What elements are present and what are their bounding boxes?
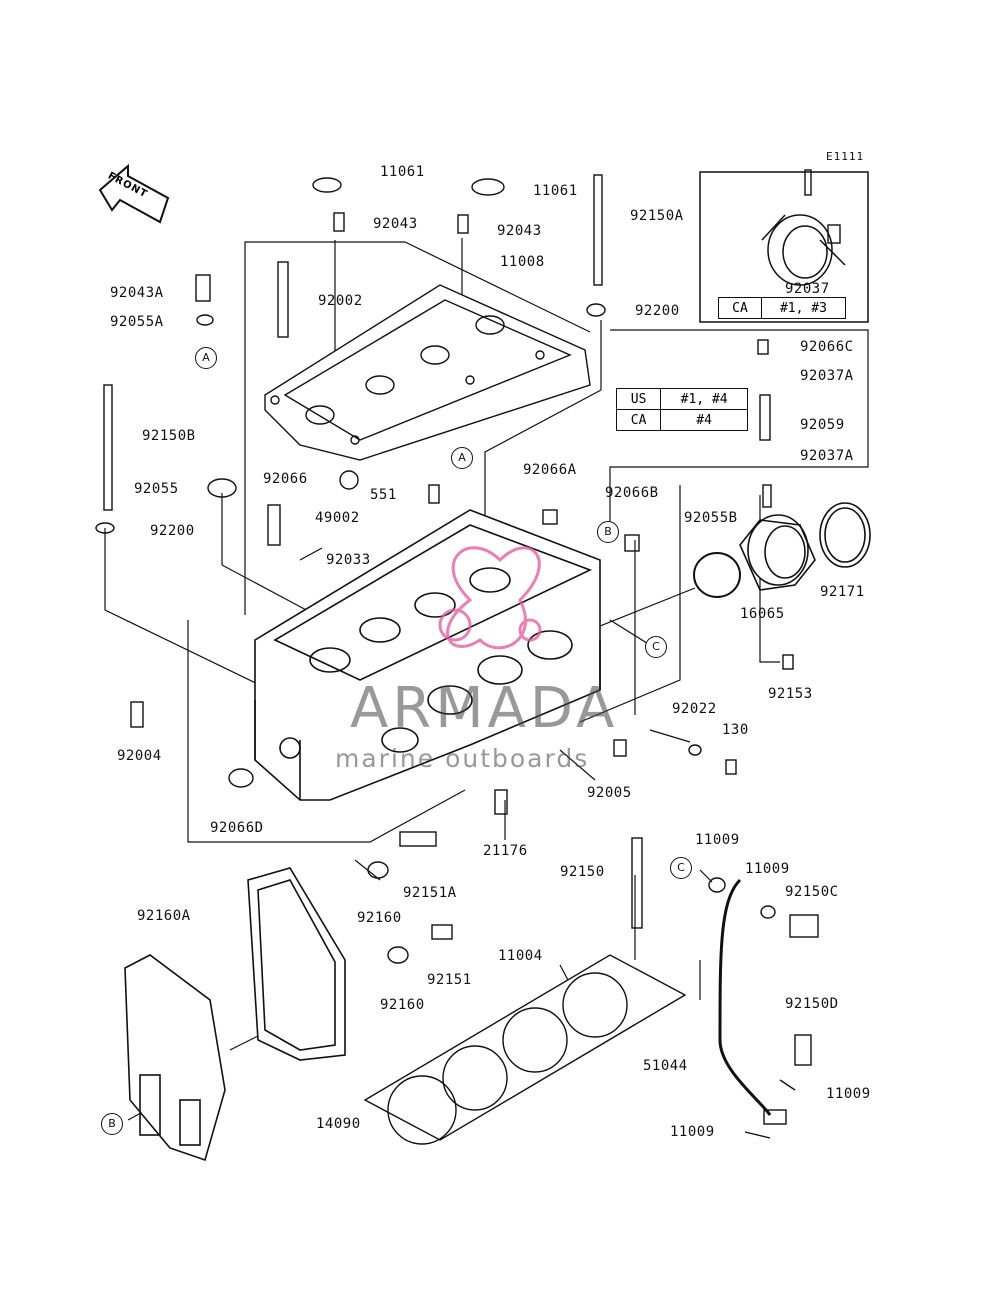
oring-92055B <box>693 552 741 598</box>
part-label-11009: 11009 <box>826 1086 871 1102</box>
part-label-92066C: 92066C <box>800 339 854 355</box>
ref-callout-b: B <box>101 1113 123 1135</box>
part-label-92160: 92160 <box>357 910 402 926</box>
throttle-body-16065 <box>739 514 816 591</box>
part-label-92150: 92150 <box>560 864 605 880</box>
ref-callout-a: A <box>195 347 217 369</box>
part-label-16065: 16065 <box>740 606 785 622</box>
clamp-92171 <box>819 502 871 568</box>
part-label-92043: 92043 <box>373 216 418 232</box>
diagram-code: E1111 <box>826 150 865 163</box>
part-label-130: 130 <box>722 722 749 738</box>
part-label-92005: 92005 <box>587 785 632 801</box>
watermark-emblem-icon <box>438 546 542 650</box>
part-label-92151: 92151 <box>427 972 472 988</box>
part-label-92171: 92171 <box>820 584 865 600</box>
part-label-92033: 92033 <box>326 552 371 568</box>
part-label-11061: 11061 <box>380 164 425 180</box>
part-label-92066D: 92066D <box>210 820 264 836</box>
side-cover-14090 <box>247 867 346 1061</box>
note-model: US <box>615 388 662 410</box>
watermark-brand: ARMADA <box>350 676 619 741</box>
part-label-92200: 92200 <box>150 523 195 539</box>
part-label-92055B: 92055B <box>684 510 738 526</box>
part-label-11009: 11009 <box>695 832 740 848</box>
part-label-92151A: 92151A <box>403 885 457 901</box>
part-label-92037: 92037 <box>785 281 830 297</box>
part-label-92150C: 92150C <box>785 884 839 900</box>
ref-callout-b: B <box>597 521 619 543</box>
part-label-14090: 14090 <box>316 1116 361 1132</box>
upper-cap-assembly <box>264 284 591 461</box>
applicability-note-top: CA #1, #3 <box>718 297 847 319</box>
part-label-51044: 51044 <box>643 1058 688 1074</box>
part-label-21176: 21176 <box>483 843 528 859</box>
part-label-92059: 92059 <box>800 417 845 433</box>
part-label-92037A: 92037A <box>800 368 854 384</box>
part-label-92002: 92002 <box>318 293 363 309</box>
part-label-92066: 92066 <box>263 471 308 487</box>
throttle-inset <box>699 171 869 323</box>
note-cylinders: #1, #4 <box>660 388 748 410</box>
part-label-92200: 92200 <box>635 303 680 319</box>
front-arrow-icon <box>98 163 170 224</box>
part-label-92037A: 92037A <box>800 448 854 464</box>
part-label-92160: 92160 <box>380 997 425 1013</box>
head-gasket <box>363 954 687 1145</box>
note-cylinders: #4 <box>660 409 748 431</box>
part-label-92153: 92153 <box>768 686 813 702</box>
part-label-92043A: 92043A <box>110 285 164 301</box>
part-label-11008: 11008 <box>500 254 545 270</box>
part-label-92066B: 92066B <box>605 485 659 501</box>
part-label-92066A: 92066A <box>523 462 577 478</box>
part-label-92150A: 92150A <box>630 208 684 224</box>
side-cover-92160A <box>124 954 226 1162</box>
applicability-note-mid: US #1, #4 CA #4 <box>615 388 748 431</box>
note-model: CA <box>615 409 662 431</box>
note-cylinders: #1, #3 <box>760 297 847 319</box>
part-label-11004: 11004 <box>498 948 543 964</box>
part-label-551: 551 <box>370 487 397 503</box>
part-label-92150B: 92150B <box>142 428 196 444</box>
cylinder-head <box>254 509 601 801</box>
ref-callout-c: C <box>645 636 667 658</box>
part-label-92055A: 92055A <box>110 314 164 330</box>
part-label-92160A: 92160A <box>137 908 191 924</box>
ref-callout-a: A <box>451 447 473 469</box>
part-label-11009: 11009 <box>745 861 790 877</box>
part-label-11061: 11061 <box>533 183 578 199</box>
part-label-92004: 92004 <box>117 748 162 764</box>
part-label-11009: 11009 <box>670 1124 715 1140</box>
ref-callout-c: C <box>670 857 692 879</box>
watermark-tagline: marine outboards <box>335 744 590 773</box>
part-label-92150D: 92150D <box>785 996 839 1012</box>
part-label-92055: 92055 <box>134 481 179 497</box>
part-label-92022: 92022 <box>672 701 717 717</box>
part-label-49002: 49002 <box>315 510 360 526</box>
part-label-92043: 92043 <box>497 223 542 239</box>
small-parts <box>95 169 841 1139</box>
note-model: CA <box>718 297 762 319</box>
